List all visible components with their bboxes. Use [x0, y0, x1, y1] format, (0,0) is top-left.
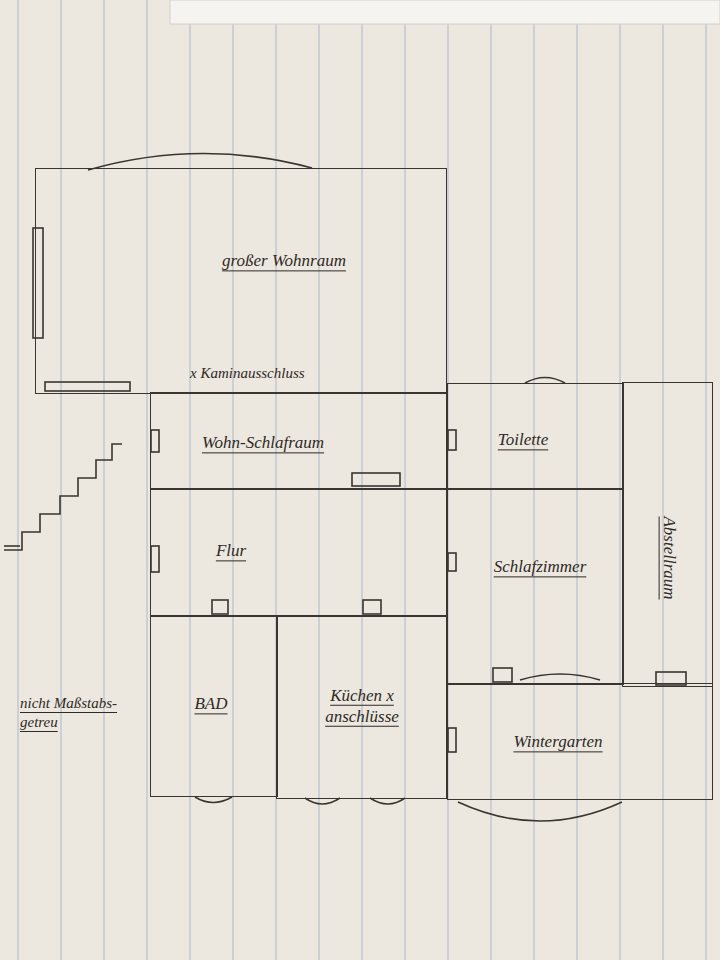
room-box: Schlafzimmer — [447, 488, 624, 685]
door-mark — [151, 430, 159, 452]
ruled-line — [491, 0, 492, 960]
ruled-line — [190, 0, 191, 960]
door-mark — [448, 430, 456, 450]
door-mark — [448, 728, 456, 752]
ruled-line — [534, 0, 535, 960]
room-name: Toilette — [498, 429, 548, 450]
door-mark — [212, 600, 228, 614]
ruled-line — [663, 0, 664, 960]
ruled-line — [319, 0, 320, 960]
ruled-line — [362, 0, 363, 960]
room-name: BAD — [194, 693, 227, 714]
room-box: Küchen x anschlüsse — [276, 615, 447, 799]
door-mark — [151, 546, 159, 572]
room-box: Wohn-Schlafraum — [150, 392, 447, 490]
room-name: Wintergarten — [513, 731, 602, 752]
door-mark — [448, 553, 456, 571]
window-arc — [195, 797, 232, 803]
plan-symbols — [4, 153, 686, 821]
door-mark — [363, 600, 381, 614]
room-box: Wintergarten — [447, 683, 713, 800]
room-box: BAD — [150, 615, 278, 797]
room-box: Toilette — [447, 383, 624, 490]
door-mark — [352, 473, 400, 486]
ruled-line — [18, 0, 19, 960]
window-arc — [520, 674, 600, 680]
door-mark — [493, 668, 512, 682]
stair-symbol — [4, 444, 122, 550]
scale-note: nicht Maßstabs- getreu — [20, 694, 120, 732]
envelope-edge — [170, 0, 720, 24]
ruled-line — [577, 0, 578, 960]
ruled-line — [61, 0, 62, 960]
room-name: Wohn-Schlafraum — [202, 432, 324, 453]
room-name: Schlafzimmer — [494, 556, 587, 577]
ruled-line — [620, 0, 621, 960]
room-box: großer Wohnraum — [35, 168, 447, 394]
ruled-line — [104, 0, 105, 960]
connection-note: x Kaminausschluss — [190, 364, 305, 383]
door-mark — [45, 382, 130, 391]
stair-symbol — [4, 545, 20, 547]
room-name: Abstellraum — [658, 516, 679, 599]
ruled-line — [147, 0, 148, 960]
room-name: großer Wohnraum — [222, 250, 346, 271]
room-name: Flur — [216, 540, 246, 561]
room-name: Küchen x anschlüsse — [302, 685, 422, 728]
room-box: Abstellraum — [622, 382, 713, 687]
ruled-line — [233, 0, 234, 960]
window-arc — [458, 802, 622, 821]
ruled-line — [706, 0, 707, 960]
ruled-line — [276, 0, 277, 960]
room-box: Flur — [150, 488, 447, 617]
ruled-lines — [18, 0, 706, 960]
ruled-line — [405, 0, 406, 960]
